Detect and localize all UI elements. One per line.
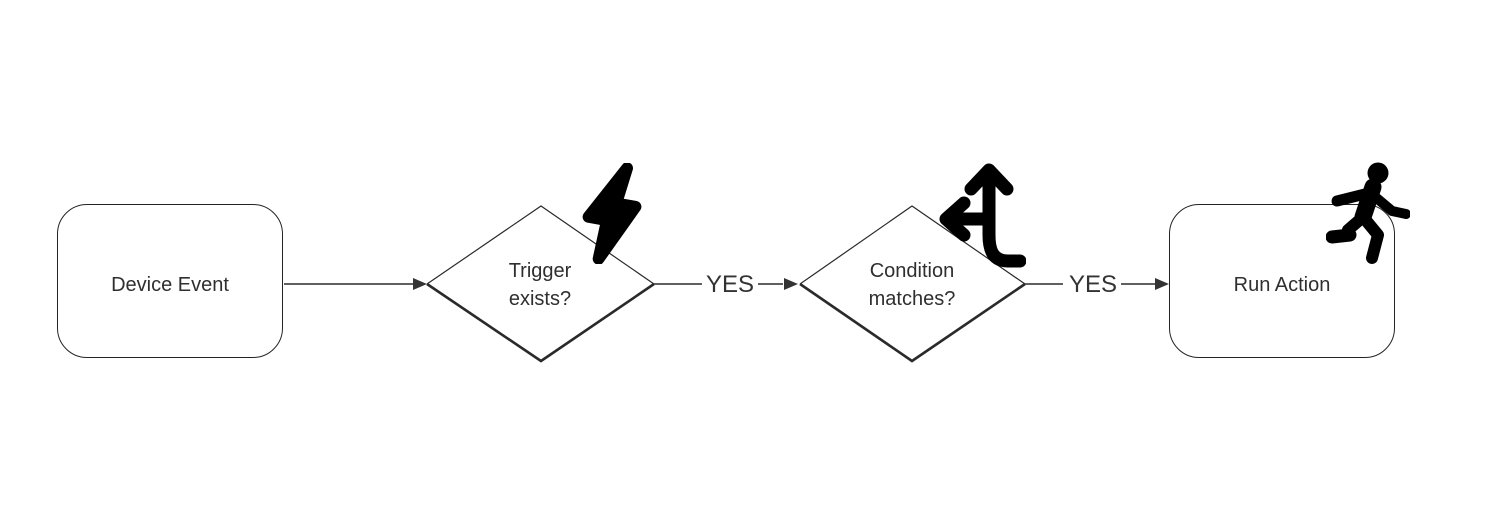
- node-trigger-exists-diamond: [426, 205, 655, 363]
- node-trigger-exists-label-line2: exists?: [508, 288, 572, 310]
- edge-label-yes-2: YES: [1064, 273, 1122, 297]
- edge-label-yes-1: YES: [701, 273, 759, 297]
- node-device-event: [57, 204, 283, 358]
- node-condition-matches-label-line1: Condition: [869, 260, 955, 282]
- node-condition-matches-label: Condition matches?: [869, 257, 956, 313]
- node-device-event-label: Device Event: [111, 274, 229, 296]
- arrowhead-icon: [784, 278, 798, 290]
- node-condition-matches-label-line2: matches?: [868, 288, 956, 310]
- lightning-bolt-icon: [582, 163, 642, 264]
- node-trigger-exists-label: Trigger exists?: [509, 257, 572, 313]
- edge-device-event-to-trigger: [284, 278, 427, 290]
- edge-trigger-to-condition: [654, 278, 798, 290]
- split-arrows-up-left-icon: [939, 163, 1026, 268]
- arrowhead-icon: [1155, 278, 1169, 290]
- node-run-action-label: Run Action: [1233, 274, 1331, 296]
- node-condition-matches-diamond: [799, 205, 1026, 363]
- arrowhead-icon: [413, 278, 427, 290]
- node-trigger-exists-label-line1: Trigger: [508, 260, 572, 282]
- running-person-icon: [1326, 162, 1410, 264]
- edge-condition-to-run-action: [1025, 278, 1169, 290]
